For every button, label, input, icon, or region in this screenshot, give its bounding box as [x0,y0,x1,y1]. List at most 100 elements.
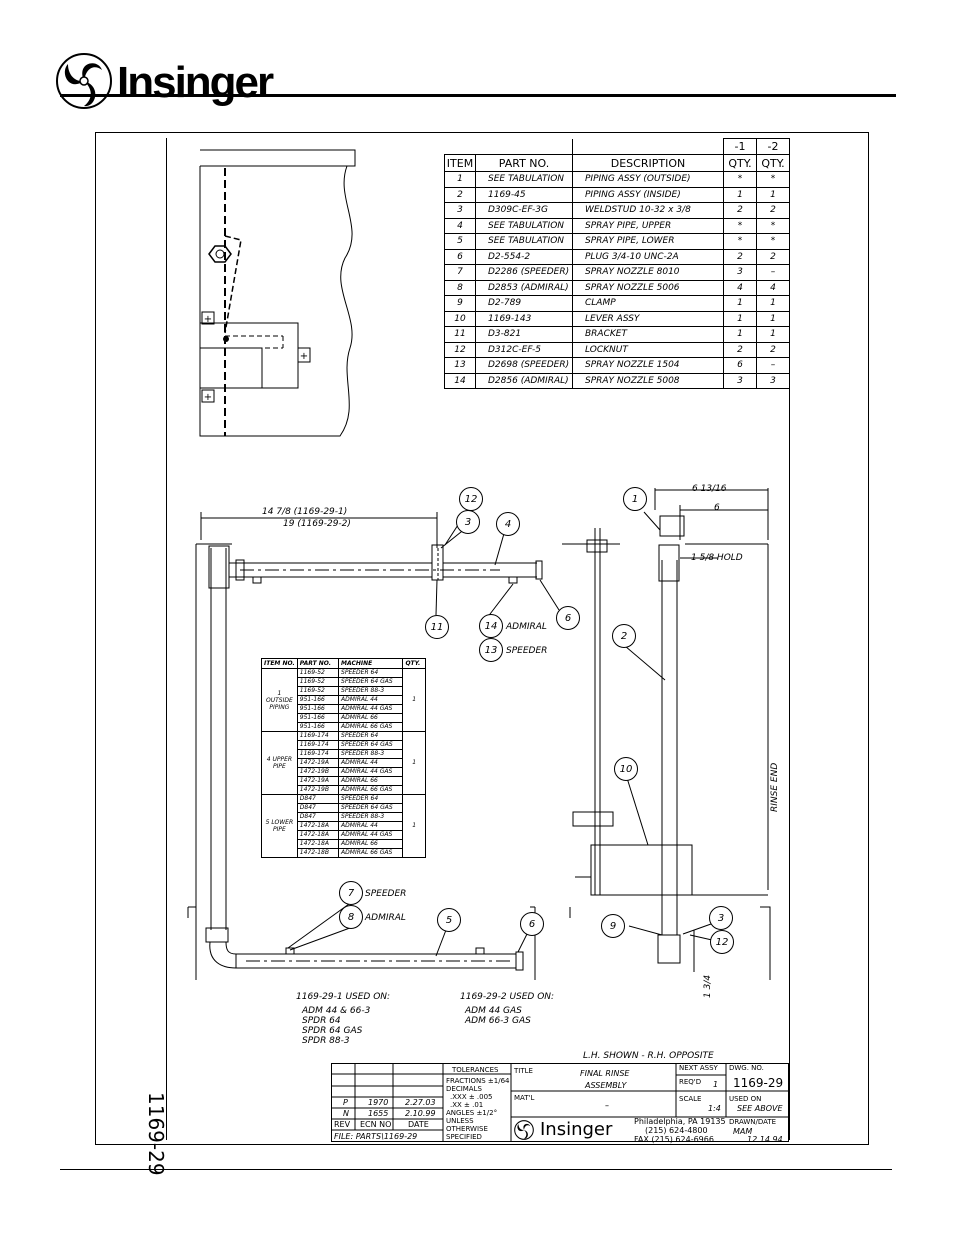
tol-2: DECIMALS [446,1085,482,1093]
inner-border [166,138,790,1140]
tab-cell-part: D847 [296,803,340,813]
date-p: 2.27.03 [405,1098,436,1107]
title-line-1: FINAL RINSE [580,1069,630,1078]
callout-11: 11 [425,615,449,639]
header-rule [60,94,896,97]
callout-13: 13 [479,638,503,662]
detail-sketch: + + + [199,149,356,437]
tab-cell-machine: SPEEDER 88-3 [338,686,404,696]
label-admiral-14: ADMIRAL [506,622,547,632]
tab-cell-part: 1472-19A [296,758,340,768]
title-line-2: ASSEMBLY [585,1081,627,1090]
reqd-label: REQ'D [679,1078,702,1086]
label-speeder-13: SPEEDER [506,646,548,656]
used-on-left-3: SPDR 64 GAS [302,1026,363,1036]
tab-cell-part: 1472-19B [296,767,340,777]
next-assy-label: NEXT ASSY [679,1064,718,1072]
tab-item-no: 5 LOWER PIPE [261,794,298,858]
drawn-by: MAM [733,1127,753,1136]
tab-cell-machine: ADMIRAL 66 [338,839,404,849]
tab-cell-part: 1472-19A [296,776,340,786]
callout-3: 3 [456,510,480,534]
bom-col-qty2: QTY. [756,154,790,172]
tab-cell-part: 1169-174 [296,749,340,759]
tab-cell-machine: ADMIRAL 66 [338,776,404,786]
tab-cell-machine: ADMIRAL 66 GAS [338,848,404,858]
used-on-right-1: ADM 44 GAS [465,1006,522,1016]
reqd-value: 1 [713,1080,719,1089]
callout-14: 14 [479,614,503,638]
tab-cell-part: 951-166 [296,695,340,705]
tab-cell-part: D847 [296,794,340,804]
drawn-label: DRAWN/DATE [729,1118,777,1126]
rev-header: REV [334,1120,351,1129]
dwg-no-label: DWG. NO. [729,1064,764,1072]
bom-header-row: ITEM PART NO. DESCRIPTION QTY. QTY. [444,154,790,172]
shown-note: L.H. SHOWN - R.H. OPPOSITE [583,1051,714,1061]
ecn-n: 1655 [368,1109,389,1118]
tab-cell-machine: ADMIRAL 44 GAS [338,767,404,777]
bom-col-item: ITEM [444,154,476,172]
bom-cell-q2: 3 [756,372,790,389]
tab-cell-part: 1472-18B [296,848,340,858]
date-n: 2.10.99 [405,1109,436,1118]
side-drawing-number: 1169-29 [144,1092,168,1176]
scale-value: 1:4 [708,1104,721,1113]
scale-label: SCALE [679,1095,702,1103]
used-on-left-title: 1169-29-1 USED ON: [296,992,391,1002]
footer-rule [60,1169,892,1170]
tab-cell-part: 1169-174 [296,731,340,741]
rinse-end-label: RINSE END [770,762,780,812]
title-label: TITLE [514,1067,533,1075]
bom-group-2: -2 [756,138,790,155]
tab-cell-part: 1472-18A [296,830,340,840]
tab-cell-part: 1169-52 [296,677,340,687]
label-speeder-7: SPEEDER [365,889,407,899]
tab-qty: 1 [402,794,426,858]
tab-cell-machine: ADMIRAL 44 [338,821,404,831]
callout-3b: 3 [709,906,733,930]
title-block-grid [331,1063,789,1142]
tab-cell-part: 951-166 [296,704,340,714]
tab-cell-part: 1169-174 [296,740,340,750]
tab-qty: 1 [402,731,426,795]
svg-text:+: + [204,314,212,325]
tab-cell-machine: ADMIRAL 44 GAS [338,830,404,840]
dim-14-7-8: 14 7/8 (1169-29-1) [262,507,348,517]
tol-3: .XXX ± .005 [450,1093,493,1101]
bom-col-desc: DESCRIPTION [572,154,724,172]
tab-cell-machine: ADMIRAL 44 [338,695,404,705]
matl-label: MAT'L [514,1094,535,1102]
tol-6: UNLESS [446,1117,474,1125]
file-path: FILE: PARTS\1169-29 [334,1132,418,1141]
callout-5: 5 [437,908,461,932]
tab-cell-part: 1169-52 [296,668,340,678]
callout-6b: 6 [520,912,544,936]
address-3: FAX (215) 624-6966 [634,1135,714,1144]
used-on-right-title: 1169-29-2 USED ON: [460,992,555,1002]
tab-cell-machine: SPEEDER 64 GAS [338,677,404,687]
callout-7: 7 [339,881,363,905]
tab-cell-part: 951-166 [296,722,340,732]
next-assy-value: – [704,1070,708,1079]
dim-6: 6 [714,503,720,513]
date-header: DATE [408,1120,429,1129]
used-on-left-1: ADM 44 & 66-3 [302,1006,371,1016]
used-on-left-4: SPDR 88-3 [302,1036,350,1046]
tab-cell-part: 951-166 [296,713,340,723]
label-admiral-8: ADMIRAL [365,913,406,923]
tab-col-header: ITEM NO. [261,658,298,669]
tab-cell-machine: ADMIRAL 66 GAS [338,785,404,795]
dim-1-3-4: 1 3/4 [703,974,713,998]
tab-cell-machine: SPEEDER 64 GAS [338,803,404,813]
tab-cell-machine: ADMIRAL 66 GAS [338,722,404,732]
